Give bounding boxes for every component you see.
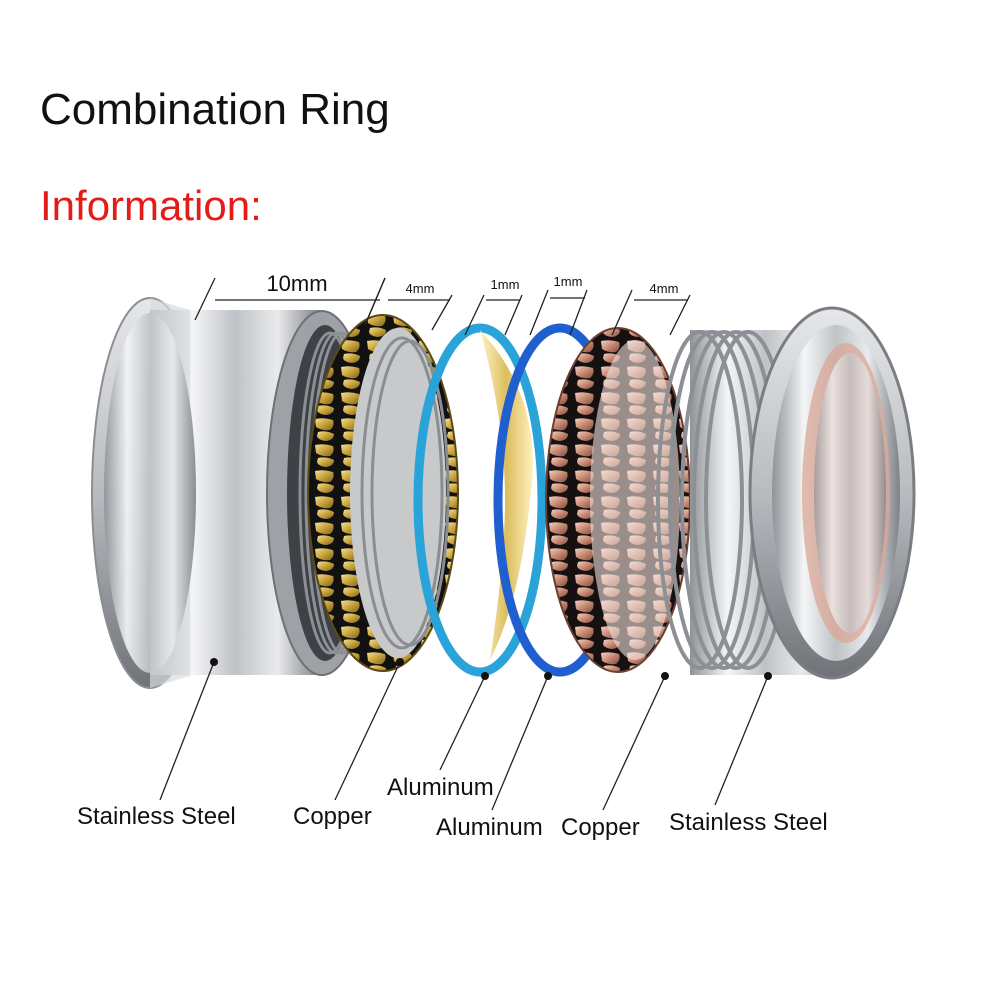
part-label-copper-left: Copper [293,805,372,829]
part-label-stainless-steel-left: Stainless Steel [77,805,236,829]
part-label-aluminum-upper: Aluminum [387,776,494,800]
dimension-label-4mm-left: 4mm [406,281,435,296]
dimension-label-4mm-right: 4mm [650,281,679,296]
stainless-steel-outer-ring [658,308,914,678]
dimension-label-10mm: 10mm [266,271,327,296]
part-label-aluminum-lower: Aluminum [436,816,543,840]
part-label-copper-right: Copper [561,816,640,840]
dimension-label-1mm-first: 1mm [491,277,520,292]
dimension-label-1mm-second: 1mm [554,274,583,289]
part-label-stainless-steel-right: Stainless Steel [669,811,828,835]
